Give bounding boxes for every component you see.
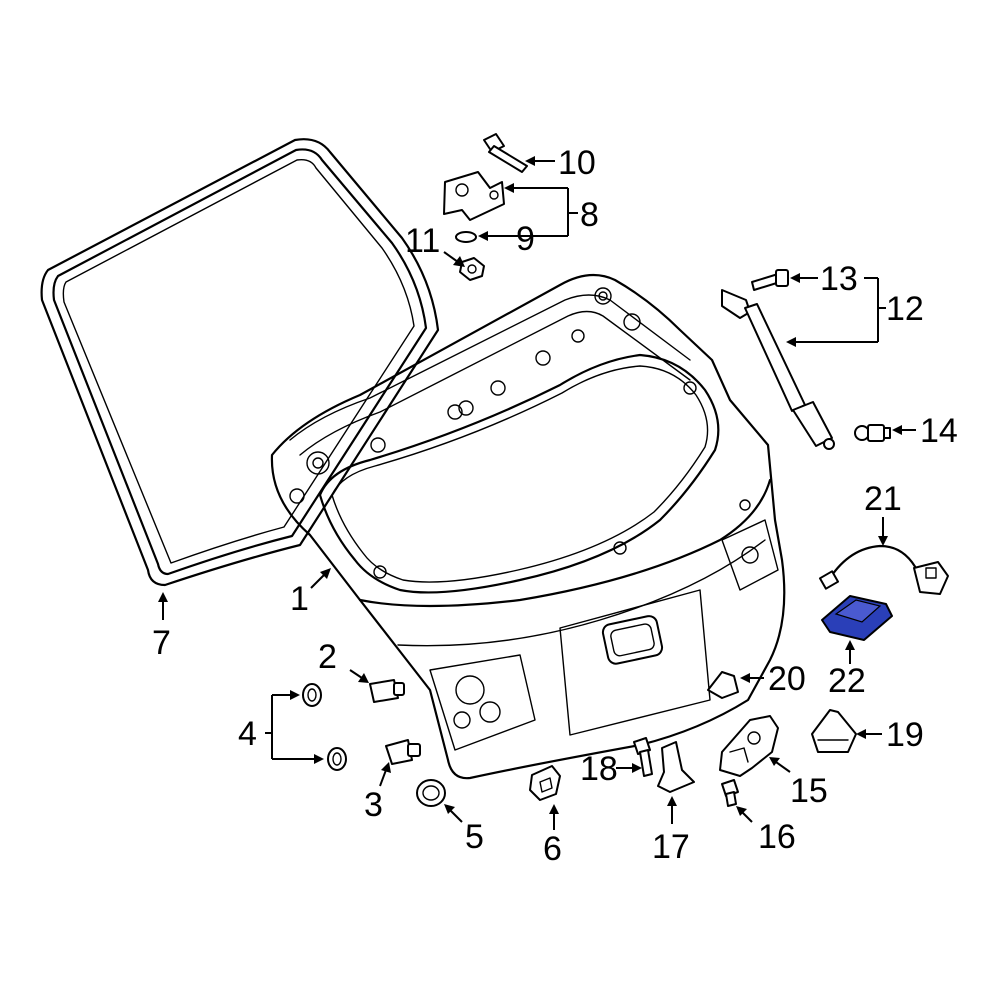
plug-washer	[416, 779, 446, 807]
latch-bolt	[633, 737, 653, 777]
strut-upper-bolt	[751, 269, 789, 291]
hinge-nut	[459, 257, 485, 281]
callout-16: 16	[758, 818, 796, 856]
callout-9: 9	[516, 220, 535, 258]
adjust-bumper-upper	[369, 679, 405, 703]
callout-18: 18	[580, 750, 618, 788]
callout-4: 4	[238, 715, 257, 753]
callout-1: 1	[290, 580, 309, 618]
grommet-lower	[327, 747, 347, 771]
callout-20: 20	[768, 660, 806, 698]
liftgate-panel	[270, 273, 786, 780]
callout-3: 3	[364, 786, 383, 824]
callout-15: 15	[790, 772, 828, 810]
leader-lines	[158, 156, 916, 830]
trim-clip	[707, 671, 739, 699]
latch-mount-bolt	[721, 779, 739, 807]
latch-guide	[657, 741, 695, 793]
callout-2: 2	[318, 638, 337, 676]
strut-ball-stud	[854, 424, 891, 442]
callout-11: 11	[405, 222, 440, 260]
callout-21: 21	[864, 480, 902, 518]
liftgate-hinge	[443, 171, 505, 221]
adjust-bumper-lower	[385, 739, 421, 765]
callout-10: 10	[558, 144, 596, 182]
callout-12: 12	[886, 290, 924, 328]
callout-6: 6	[543, 830, 562, 868]
hinge-washer	[455, 231, 477, 243]
weatherstrip-seal	[40, 138, 440, 587]
callout-8: 8	[580, 196, 599, 234]
license-lamp-wiring	[818, 544, 949, 595]
hinge-bolt	[483, 133, 528, 173]
callout-22: 22	[828, 662, 866, 700]
callout-13: 13	[820, 260, 858, 298]
liftgate-latch	[719, 715, 779, 777]
lift-support-strut	[721, 289, 835, 450]
handle-switch-cover	[811, 709, 857, 753]
callout-5: 5	[465, 818, 484, 856]
callout-17: 17	[652, 828, 690, 866]
callout-7: 7	[152, 624, 171, 662]
callout-labels: 1 2 3 4 5 6 7 8 9 10 11 12 13 14 15 16 1…	[152, 144, 958, 868]
striker-bracket	[529, 765, 561, 801]
callout-14: 14	[920, 412, 958, 450]
grommet-upper	[302, 683, 322, 707]
license-lamp	[821, 595, 893, 641]
callout-19: 19	[886, 716, 924, 754]
